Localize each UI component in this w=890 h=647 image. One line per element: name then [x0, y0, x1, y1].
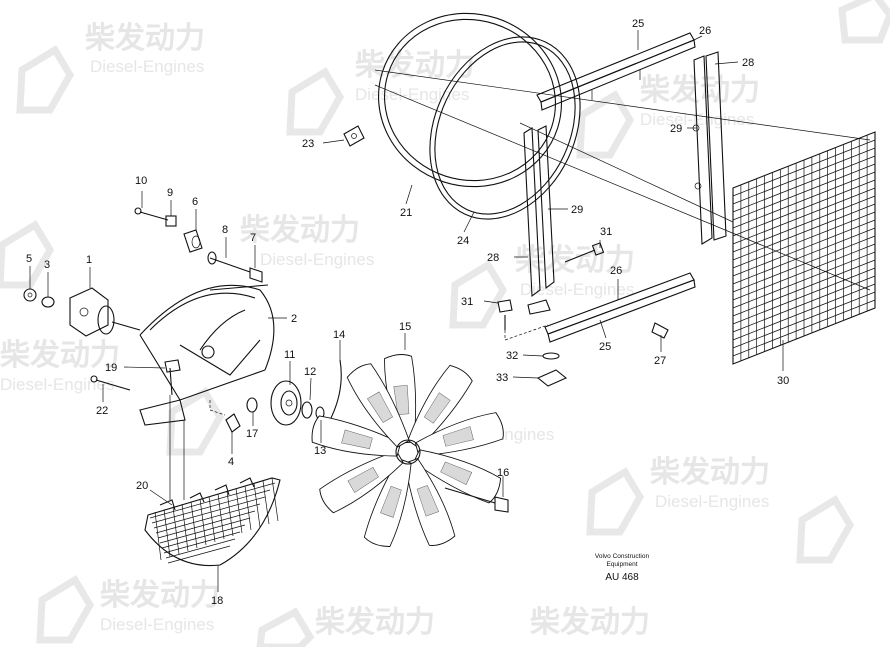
shroud-clip [343, 125, 365, 147]
watermark-en: Diesel-Engines [655, 492, 769, 511]
leader-lines [29, 30, 784, 592]
label-25-bottom: 25 [599, 341, 611, 353]
label-12: 12 [304, 366, 316, 378]
label-16: 16 [497, 467, 509, 479]
figure-caption: Volvo Construction Equipment AU 468 [595, 553, 650, 583]
motor-washer-bolt [23, 288, 55, 308]
watermark-logo-11 [838, 0, 890, 44]
left-side-seal [523, 125, 555, 315]
label-30: 30 [777, 375, 789, 387]
label-31-left: 31 [461, 296, 473, 308]
fan-bolt [444, 487, 509, 513]
label-4: 4 [228, 456, 234, 468]
caption-line2: Equipment [606, 561, 637, 568]
label-21: 21 [400, 207, 412, 219]
label-14: 14 [333, 329, 345, 341]
label-27: 27 [654, 355, 666, 367]
watermark-cn: 柴发动力 [355, 48, 475, 83]
watermark-cn: 柴发动力 [85, 21, 205, 56]
caption-code: AU 468 [605, 572, 639, 583]
lower-guard-grid [149, 478, 279, 564]
watermark-cn: 柴发动力 [515, 243, 635, 278]
label-25-top: 25 [632, 18, 644, 30]
label-1: 1 [86, 254, 92, 266]
construction-lines [374, 69, 871, 291]
fan-blade-assembly [311, 354, 504, 547]
watermark-en: Diesel-Engines [640, 110, 754, 129]
caption-line1: Volvo Construction [595, 553, 650, 560]
fan-shroud-ring [378, 12, 562, 188]
watermark-cn: 柴发动力 [100, 578, 220, 613]
label-26-bottom: 26 [610, 265, 622, 277]
label-18: 18 [211, 595, 223, 607]
fan-hub [270, 359, 342, 426]
assembly-dashes [209, 324, 549, 416]
label-5: 5 [26, 253, 32, 265]
bottom-rail [544, 272, 696, 343]
label-10: 10 [135, 175, 147, 187]
watermark-logo-3: 柴发动力 Diesel-Engines [576, 73, 760, 159]
label-6: 6 [192, 196, 198, 208]
label-11: 11 [284, 349, 295, 361]
shroud-seal-ring [429, 36, 581, 220]
label-15: 15 [399, 321, 411, 333]
part-labels: 25 26 28 29 23 21 29 24 28 31 26 25 31 3… [26, 18, 789, 607]
mesh-grid [732, 135, 876, 361]
label-17: 17 [246, 428, 258, 440]
watermark-cn: 柴发动力 [0, 338, 120, 373]
label-28-right: 28 [742, 57, 754, 69]
watermark-logo-1: 柴发动力 Diesel-Engines [16, 21, 205, 114]
watermark-logo-8: 柴发动力 Diesel-Engines [36, 575, 220, 644]
label-13: 13 [314, 445, 326, 457]
watermark-cn: 柴发动力 [650, 455, 770, 490]
label-2: 2 [291, 313, 297, 325]
watermark-logo-4: 柴发动力 Diesel-Engines [0, 213, 374, 289]
watermark-logo-5: 柴发动力 Diesel-Engines [449, 243, 635, 329]
watermark-en: Diesel-Engines [260, 250, 374, 269]
label-24: 24 [457, 235, 469, 247]
label-3: 3 [44, 259, 50, 271]
watermark-en: Diesel-Engines [520, 280, 634, 299]
label-19: 19 [105, 362, 117, 374]
watermark-logo-6: 柴发动力 Diesel-Engines [0, 338, 225, 456]
watermark-cn: 柴发动力 [315, 605, 435, 640]
lower-bolts [90, 359, 258, 433]
label-31-right: 31 [600, 226, 612, 238]
label-28-left: 28 [487, 252, 499, 264]
label-8: 8 [222, 224, 228, 236]
label-29-left: 29 [571, 204, 583, 216]
watermark-en: Diesel-Engines [100, 615, 214, 634]
label-7: 7 [250, 232, 256, 244]
label-9: 9 [167, 187, 173, 199]
label-26-top: 26 [699, 25, 711, 37]
label-32: 32 [506, 350, 518, 362]
watermark-cn: 柴发动力 [640, 73, 760, 108]
watermark-en: Diesel-Engines [90, 57, 204, 76]
label-33: 33 [496, 372, 508, 384]
watermark-cn: 柴发动力 [240, 213, 360, 248]
upper-screws [134, 207, 263, 283]
label-22: 22 [96, 405, 108, 417]
radiator-screen-mesh [732, 131, 876, 365]
fan-guard [139, 284, 275, 426]
watermark-logo-7: 柴发动力 Diesel-Engines [586, 455, 770, 536]
watermark-logo-10: 柴发动力 [530, 495, 855, 640]
fan-motor [69, 287, 141, 337]
label-23: 23 [302, 138, 314, 150]
watermark-cn: 柴发动力 [530, 605, 650, 640]
label-29-right: 29 [670, 123, 682, 135]
lower-fan-guard [144, 477, 281, 567]
label-20: 20 [136, 480, 148, 492]
watermark-logo-2: 柴发动力 Diesel-Engines [286, 48, 475, 136]
watermark-en: Diesel-Engines [0, 375, 114, 394]
watermark-logo-9: 柴发动力 Diesel-Engines [256, 425, 554, 647]
